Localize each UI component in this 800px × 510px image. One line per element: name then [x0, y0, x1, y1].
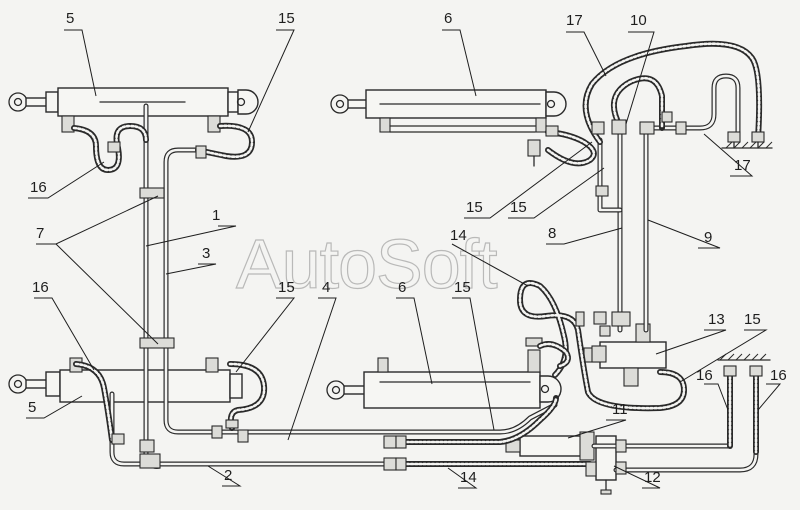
callout-15-lower-mid: 15 [454, 279, 471, 296]
hose-16-right [727, 369, 759, 455]
callout-11: 11 [612, 401, 628, 418]
callout-3: 3 [202, 245, 210, 262]
callout-15-lower-right: 15 [744, 311, 761, 328]
callout-6-top: 6 [444, 10, 452, 27]
callout-17-right: 17 [734, 157, 751, 174]
callout-14-bottom: 14 [460, 469, 477, 486]
callout-5-bottom: 5 [28, 399, 36, 416]
callout-15-mid-b: 15 [510, 199, 527, 216]
callout-16-right-b: 16 [770, 367, 787, 384]
cylinder-6-bottom [326, 337, 562, 409]
callout-7: 7 [36, 225, 44, 242]
cylinder-5-bottom [8, 357, 243, 403]
watermark: AutoSoft [236, 225, 497, 303]
callout-16-left: 16 [30, 179, 47, 196]
callout-10: 10 [630, 12, 647, 29]
callout-4: 4 [322, 279, 330, 296]
callout-12: 12 [644, 469, 661, 486]
hose-14 [517, 280, 687, 412]
callout-13: 13 [708, 311, 725, 328]
pipe-3 [163, 147, 558, 435]
callout-16-bottom-left: 16 [32, 279, 49, 296]
callout-15-lower-left: 15 [278, 279, 295, 296]
callout-8: 8 [548, 225, 556, 242]
pipe-top-right [643, 73, 741, 141]
hose-15-top-left [195, 122, 255, 160]
callout-16-right-a: 16 [696, 367, 713, 384]
cylinder-6-top [330, 89, 567, 167]
pipe-8 [597, 123, 623, 333]
leader-lines [26, 29, 782, 489]
callout-15-top-left: 15 [278, 10, 295, 27]
fittings [107, 111, 765, 477]
callout-17-top: 17 [566, 12, 583, 29]
callout-1: 1 [212, 207, 220, 224]
hose-15-lower-left [227, 361, 268, 431]
hose-bottom-14 [387, 395, 593, 467]
callout-labels: 5 15 6 17 10 16 7 1 3 15 15 14 8 9 17 16… [28, 10, 787, 486]
ground-hatch-top [721, 141, 773, 149]
callout-14-mid: 14 [450, 227, 467, 244]
hose-16-top [71, 123, 149, 173]
callout-2: 2 [224, 467, 232, 484]
callout-6-bottom: 6 [398, 279, 406, 296]
ground-hatch-right [717, 353, 771, 361]
hose-10-17 [582, 40, 763, 145]
callout-5-top: 5 [66, 10, 74, 27]
callout-9: 9 [704, 229, 712, 246]
hose-15-top-mid [545, 129, 597, 167]
hose-16-lower-left [73, 361, 115, 443]
callout-15-mid-a: 15 [466, 199, 483, 216]
